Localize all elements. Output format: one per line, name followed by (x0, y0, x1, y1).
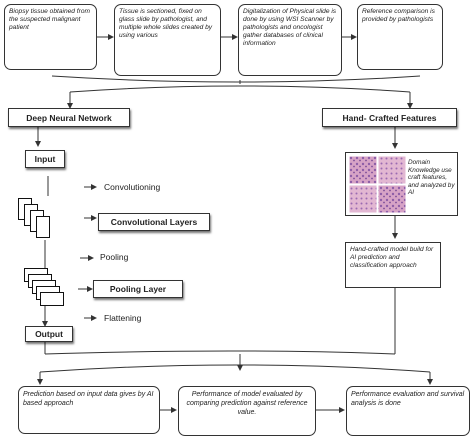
step-digitalization: Digitalization of Physical slide is done… (238, 4, 342, 76)
step-biopsy: Biopsy tissue obtained from the suspecte… (4, 4, 97, 70)
flattening-label: Flattening (104, 313, 142, 323)
tissue-tile (377, 184, 407, 214)
top-merge-brace (51, 75, 421, 83)
hcf-title: Hand- Crafted Features (322, 108, 457, 127)
step-sectioning: Tissue is sectioned, fixed on glass slid… (114, 4, 221, 76)
split-brace (69, 85, 411, 93)
input-box: Input (25, 150, 65, 168)
hcf-domain-text: Domain Knowledge use craft features, and… (408, 159, 455, 197)
tissue-tile (349, 184, 378, 214)
pooling-layer-box: Pooling Layer (93, 280, 183, 298)
bottom-evaluation: Performance of model evaluated by compar… (178, 386, 316, 436)
pooling-label: Pooling (100, 252, 129, 262)
dnn-title: Deep Neural Network (8, 108, 130, 127)
conv-layer-sheet (36, 216, 50, 238)
tissue-tile (377, 156, 407, 185)
hcf-figure-box: Domain Knowledge use craft features, and… (345, 152, 458, 216)
output-box: Output (25, 326, 73, 342)
tissue-tile (349, 156, 378, 185)
hcf-model-box: Hand-crafted model build for AI predicti… (345, 242, 441, 288)
pool-layer-sheet (40, 292, 64, 306)
bottom-prediction: Prediction based on input data gives by … (18, 386, 160, 434)
convolutioning-label: Convolutioning (104, 182, 161, 192)
bottom-merge-brace (44, 350, 396, 355)
step-reference: Reference comparison is provided by path… (357, 4, 443, 70)
histology-tiles (349, 156, 407, 214)
bottom-survival: Performance evaluation and survival anal… (346, 386, 470, 436)
conv-layers-box: Convolutional Layers (98, 213, 210, 231)
